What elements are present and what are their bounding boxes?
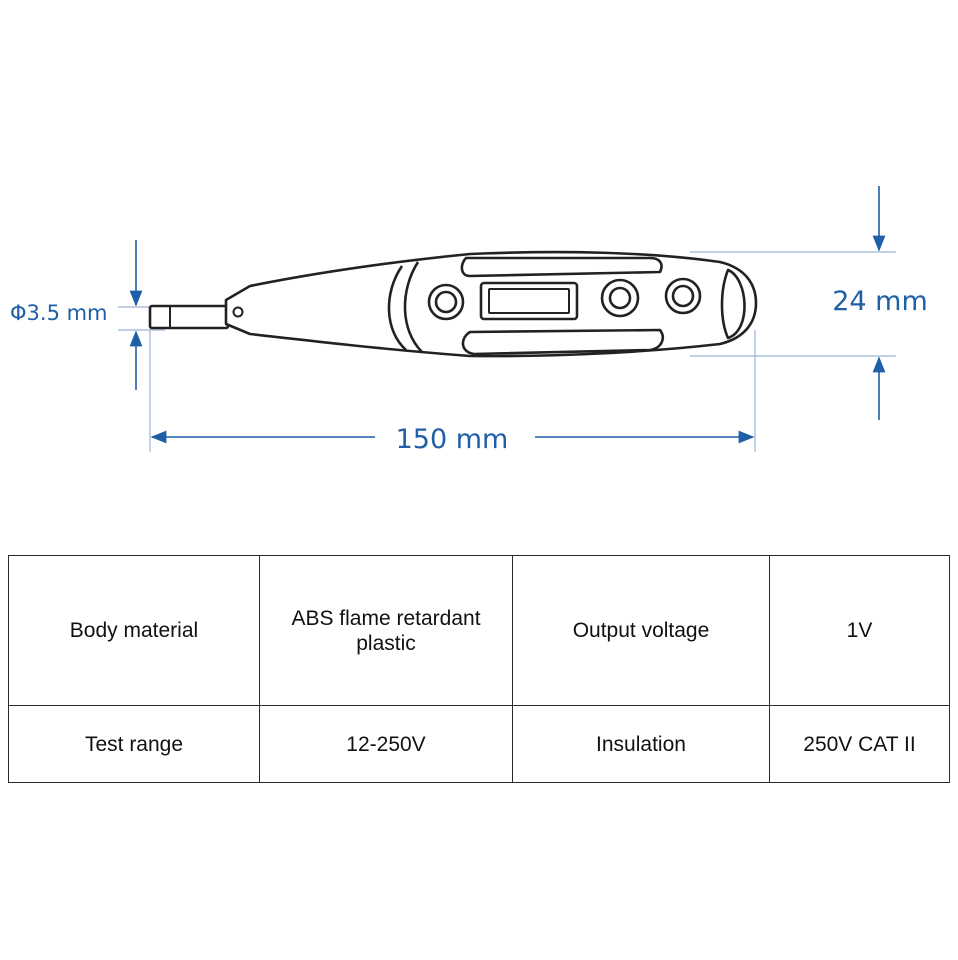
spec-label: Insulation (512, 705, 770, 783)
spec-value: 12-250V (259, 705, 513, 783)
grip-line-2 (403, 261, 423, 353)
bottom-panel (461, 328, 664, 356)
tester-dimension-drawing: Φ3.5 mm 150 mm 24 mm (10, 186, 928, 455)
spec-label: Output voltage (512, 554, 770, 707)
extension-lines (118, 251, 896, 452)
spec-label: Body material (8, 554, 260, 707)
spec-value: ABS flame retardant plastic (259, 554, 513, 707)
length-label: 150 mm (396, 424, 509, 455)
voltage-tester-pen (148, 250, 758, 358)
height-label: 24 mm (832, 286, 928, 317)
spec-table: Body material ABS flame retardant plasti… (8, 554, 950, 783)
dimension-lines (129, 186, 886, 444)
top-panel (460, 256, 663, 278)
grip-line-1 (387, 265, 407, 351)
spec-value: 1V (769, 554, 950, 707)
button-right-inner (671, 284, 695, 308)
spec-label: Test range (8, 705, 260, 783)
button-left-inner (434, 290, 458, 314)
table-row: Test range 12-250V Insulation 250V CAT I… (8, 705, 950, 783)
lcd-screen (488, 288, 570, 314)
nose-hole (232, 306, 244, 318)
end-cap (720, 268, 746, 340)
spec-value: 250V CAT II (769, 705, 950, 783)
table-row: Body material ABS flame retardant plasti… (8, 554, 950, 707)
button-mid-inner (608, 286, 632, 310)
screwdriver-tip (148, 304, 230, 330)
tip-diameter-label: Φ3.5 mm (10, 301, 108, 325)
